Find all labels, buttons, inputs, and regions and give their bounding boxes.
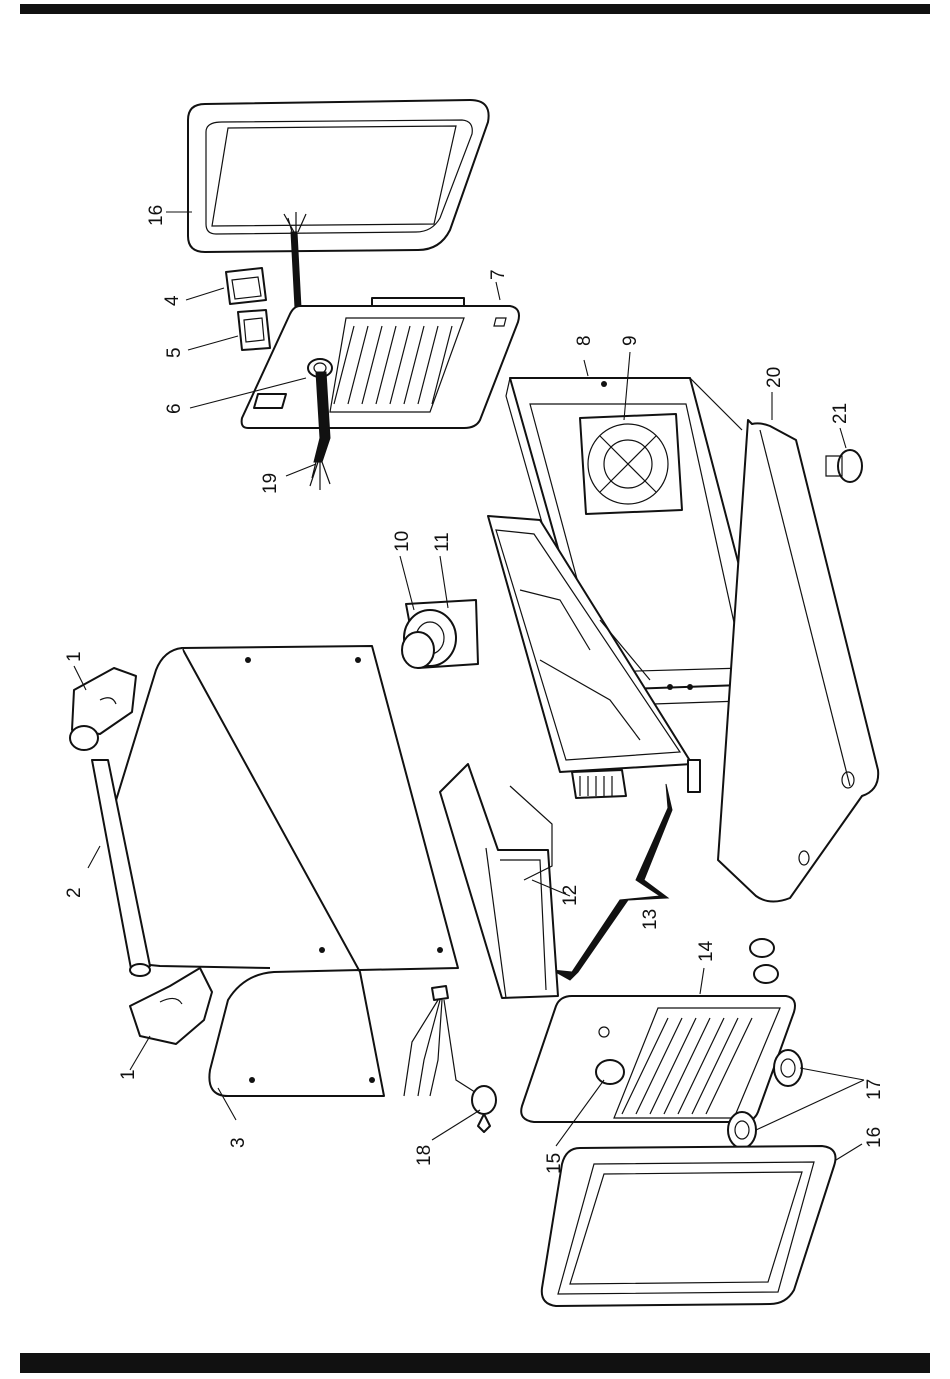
part-14-rear-panel xyxy=(521,996,795,1122)
callout-20: 20 xyxy=(764,367,785,388)
part-16-handle-frame-bottom xyxy=(542,1146,836,1306)
callout-17: 17 xyxy=(864,1079,885,1100)
callout-8: 8 xyxy=(574,335,595,346)
part-9-cooling-fan xyxy=(580,414,682,514)
callout-13: 13 xyxy=(640,909,661,930)
callout-16-top: 16 xyxy=(146,205,167,226)
callout-18: 18 xyxy=(414,1145,435,1166)
part-7-front-panel xyxy=(242,298,519,428)
callout-6: 6 xyxy=(164,403,185,414)
callout-2: 2 xyxy=(64,887,85,898)
callout-10: 10 xyxy=(392,531,413,552)
callout-19: 19 xyxy=(260,473,281,494)
callout-1-bottom: 1 xyxy=(118,1069,139,1080)
part-21-rubber-foot xyxy=(826,450,862,482)
part-1-handle-end-top xyxy=(70,668,136,750)
callout-15: 15 xyxy=(544,1153,565,1174)
callout-5: 5 xyxy=(164,347,185,358)
part-15-control-knob xyxy=(596,1060,624,1084)
callout-1-top: 1 xyxy=(64,651,85,662)
part-16-handle-frame-top xyxy=(188,100,489,252)
leader-13-zigzag xyxy=(552,784,672,980)
callout-12: 12 xyxy=(560,885,581,906)
callout-21: 21 xyxy=(830,403,851,424)
part-1-handle-end-bottom xyxy=(130,968,212,1044)
part-4-switch-cover xyxy=(226,268,266,304)
callout-14: 14 xyxy=(696,940,717,962)
callout-4: 4 xyxy=(162,295,183,306)
part-20-base-tray xyxy=(718,420,878,902)
callout-3: 3 xyxy=(228,1137,249,1148)
part-5-rocker-switch xyxy=(238,310,270,350)
part-10-knob-assembly xyxy=(402,610,456,668)
part-18-potentiometer-harness xyxy=(404,986,496,1132)
callout-7: 7 xyxy=(488,269,509,280)
callout-9: 9 xyxy=(620,335,641,346)
callout-11: 11 xyxy=(432,532,453,552)
part-12-air-duct xyxy=(440,764,558,998)
callout-16-bottom: 16 xyxy=(864,1127,885,1148)
